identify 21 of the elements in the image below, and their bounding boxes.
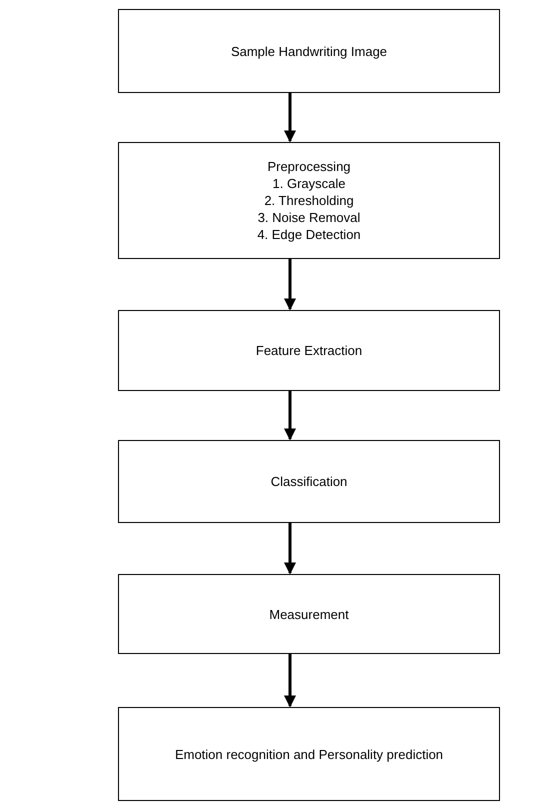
process-box	[118, 440, 500, 523]
box-text: Sample Handwriting Image	[230, 42, 388, 60]
process-box	[118, 142, 500, 259]
list-item: 2. Thresholding	[264, 192, 354, 209]
box-text: Preprocessing	[267, 158, 351, 175]
process-box	[118, 310, 500, 391]
box-text: Feature Extraction	[256, 342, 362, 359]
arrow	[284, 259, 296, 310]
arrow	[284, 93, 296, 142]
arrow	[284, 391, 296, 440]
list-item: 1. Grayscale	[272, 175, 346, 192]
list-item: 3. Noise Removal	[258, 209, 360, 226]
process-box	[118, 707, 500, 801]
process-box	[118, 574, 500, 654]
arrow	[284, 523, 296, 574]
box-text: Emotion recognition and Personality prediction	[174, 746, 444, 762]
box-text: Measurement	[269, 606, 349, 622]
arrow	[284, 654, 296, 708]
process-box	[118, 9, 500, 93]
list-item: 4. Edge Detection	[257, 226, 361, 243]
box-text: Classification	[270, 473, 348, 490]
